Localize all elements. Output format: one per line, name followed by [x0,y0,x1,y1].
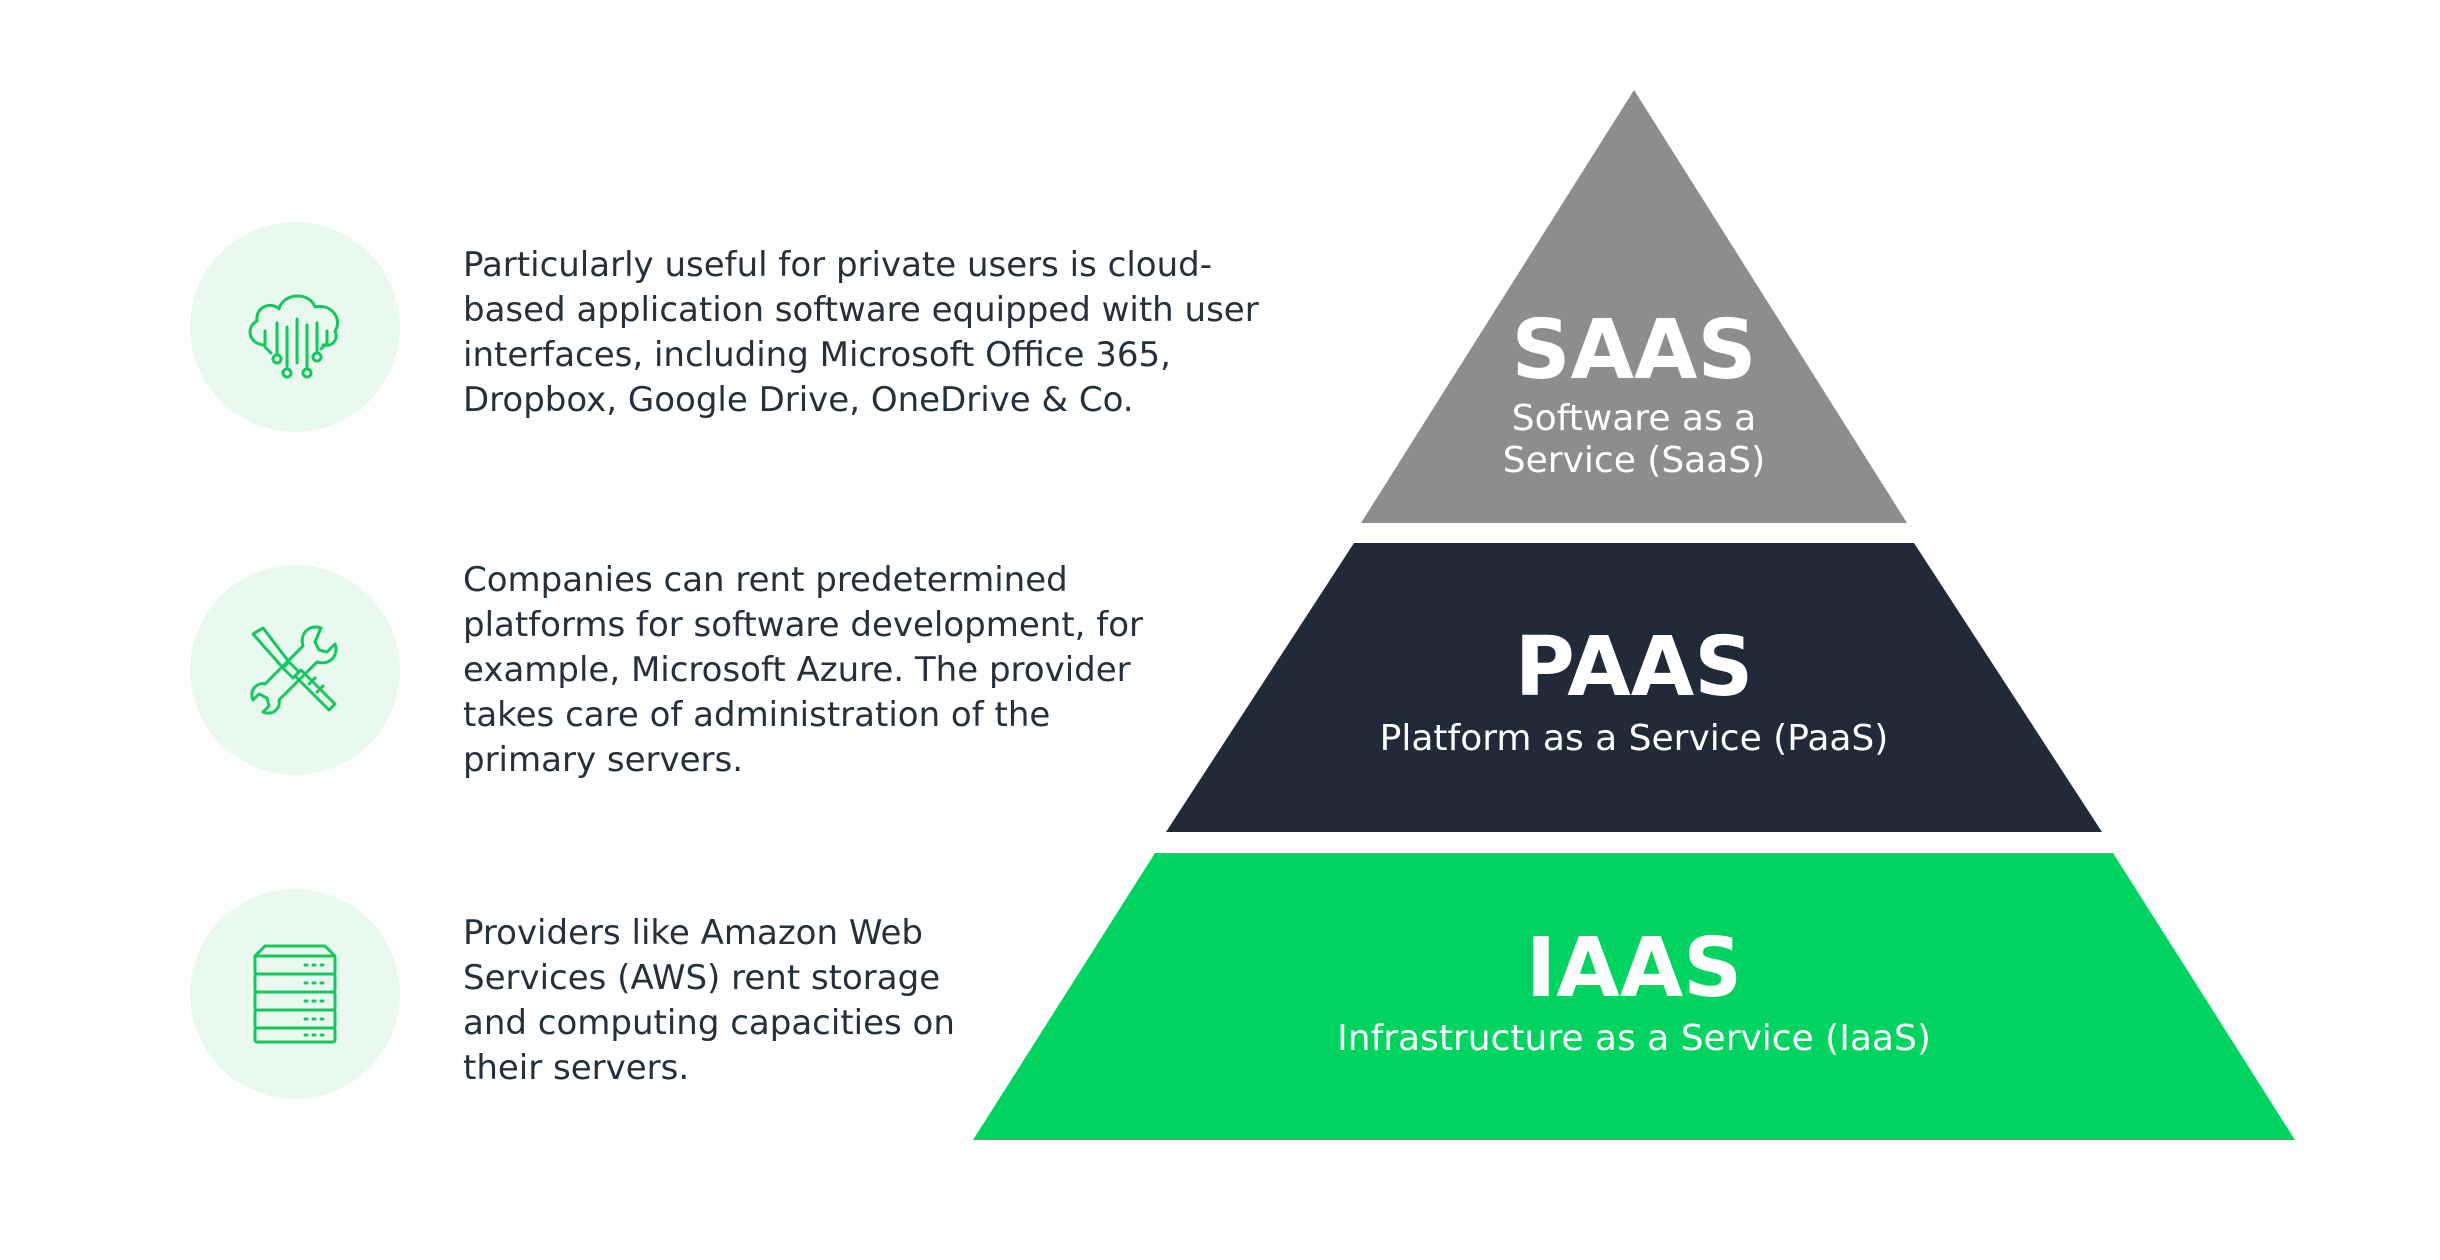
saas-subtitle-line2: Service (SaaS) [1503,440,1765,481]
iaas-description: Providers like Amazon Web Services (AWS)… [463,913,955,1088]
paas-description: Companies can rent predetermined platfor… [463,560,1144,780]
saas-tier [1361,90,1907,523]
paas-subtitle: Platform as a Service (PaaS) [1380,718,1889,759]
saas-subtitle-line1: Software as a [1512,398,1756,439]
cloud-icon-circle [190,222,400,432]
wrench-screwdriver-icon [250,625,338,715]
server-rack-icon [253,944,337,1044]
tools-icon-circle [190,565,400,775]
cloud-circuit-icon [248,294,339,379]
paas-tier [1166,543,2102,832]
iaas-tier [973,853,2295,1140]
saas-title: SAAS [1511,303,1756,398]
iaas-subtitle: Infrastructure as a Service (IaaS) [1337,1018,1931,1059]
server-icon-circle [190,889,400,1099]
paas-title: PAAS [1515,620,1754,715]
saas-description: Particularly useful for private users is… [463,245,1259,420]
iaas-title: IAAS [1526,921,1743,1016]
